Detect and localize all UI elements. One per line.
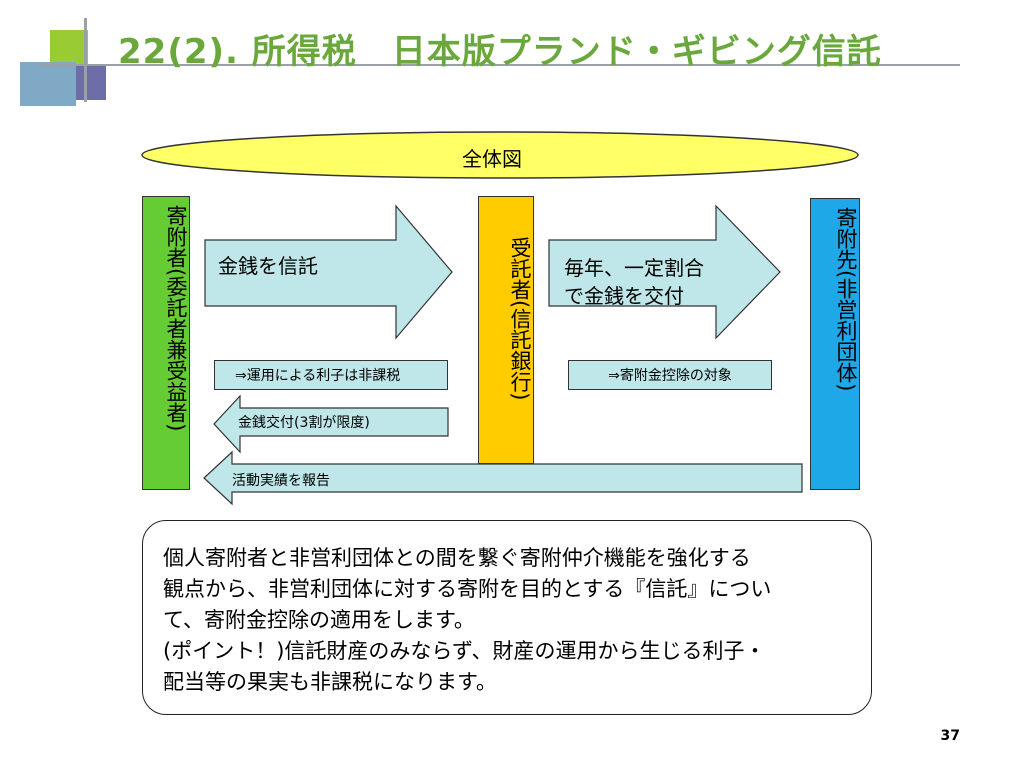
arrow-trust-money: [204, 204, 453, 340]
donor-label: 寄附者(委託者兼受益者): [164, 205, 188, 432]
title-decoration-vline: [84, 18, 87, 102]
donor-box: 寄附者(委託者兼受益者): [142, 196, 190, 490]
arrow-annual-money-label: 毎年、一定割合 で金銭を交付: [564, 254, 704, 310]
arrow-report: [203, 450, 803, 506]
slide-title: 22(2). 所得税 日本版プランド・ギビング信託: [118, 32, 882, 72]
recipient-box: 寄附先(非営利団体): [810, 198, 860, 490]
overview-ellipse: [141, 131, 859, 179]
title-decoration-green: [50, 30, 88, 68]
title-decoration-blue: [20, 62, 76, 106]
recipient-label: 寄附先(非営利団体): [834, 207, 858, 392]
description-line: 観点から、非営利団体に対する寄附を目的とする『信託』につい: [163, 577, 772, 601]
title-underline: [40, 64, 960, 66]
arrow-trust-money-label: 金銭を信託: [218, 254, 318, 278]
arrow-annual-money-line1: 毎年、一定割合: [564, 256, 704, 280]
arrow-annual-money: [548, 204, 781, 340]
tax-free-note: ⇒運用による利子は非課税: [214, 360, 448, 390]
description-line: 個人寄附者と非営利団体との間を繋ぐ寄附仲介機能を強化する: [163, 546, 751, 570]
trustee-box: 受託者(信託銀行): [478, 196, 534, 464]
overview-label: 全体図: [462, 147, 522, 171]
arrow-annual-money-line2: で金銭を交付: [564, 284, 684, 308]
deduction-note: ⇒寄附金控除の対象: [568, 360, 772, 390]
description-line: (ポイント！)信託財産のみならず、財産の運用から生じる利子・: [163, 639, 766, 663]
arrow-money-return: [213, 394, 449, 454]
description-box: 個人寄附者と非営利団体との間を繋ぐ寄附仲介機能を強化する 観点から、非営利団体に…: [142, 520, 872, 715]
page-number: 37: [940, 728, 960, 744]
arrow-money-return-label: 金銭交付(3割が限度): [238, 415, 370, 431]
description-line: て、寄附金控除の適用をします。: [163, 608, 475, 632]
arrow-report-label: 活動実績を報告: [232, 473, 330, 489]
trustee-label: 受託者(信託銀行): [508, 237, 532, 401]
description-line: 配当等の果実も非課税になります。: [163, 670, 497, 694]
title-decoration-navy: [76, 66, 106, 100]
